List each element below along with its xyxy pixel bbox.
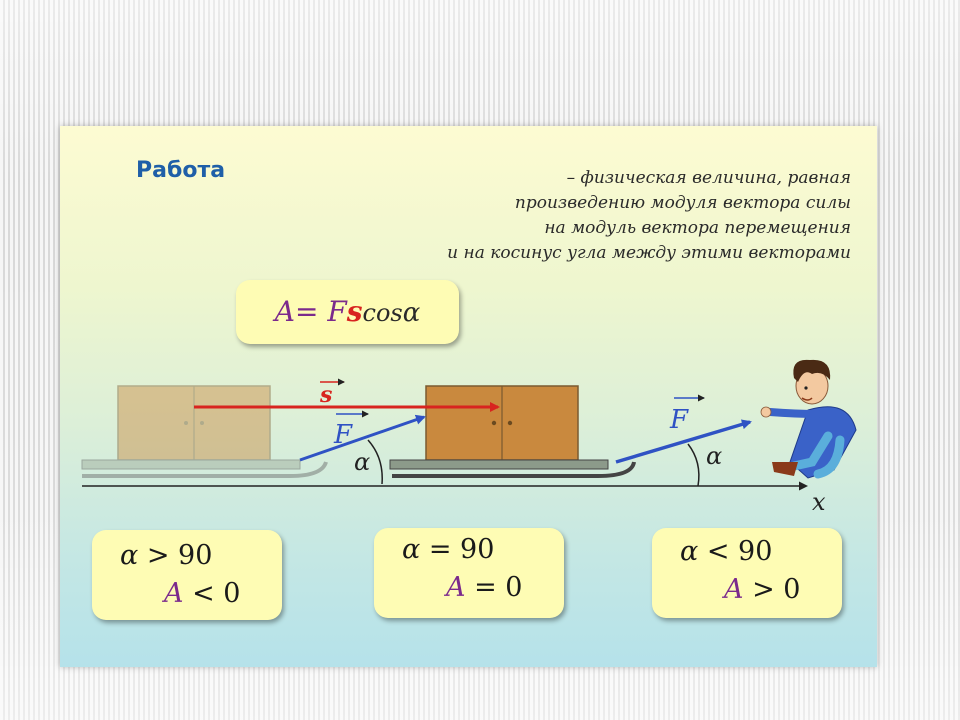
formula-cos: cos: [362, 299, 403, 327]
boy-shoe: [772, 462, 798, 476]
sled-runner: [392, 461, 636, 478]
case-box-right: α = 90 A = 0: [374, 528, 564, 618]
crate-faded: [117, 385, 271, 461]
angle-arc-right: [687, 443, 700, 487]
crate-handle: [507, 420, 513, 426]
crate-handle: [491, 420, 497, 426]
boy-hair: [793, 359, 831, 382]
boy-leg: [813, 435, 845, 479]
case-work-condition: > 0: [743, 574, 801, 605]
definition-line: и на косинус угла между этими векторами: [447, 243, 851, 263]
angle-label-right: α: [706, 442, 722, 470]
case-work-symbol: A: [164, 578, 184, 609]
sled-end: [389, 385, 636, 478]
case-box-obtuse: α > 90 A < 0: [92, 530, 282, 620]
sled-runner: [82, 461, 328, 478]
case-work-symbol: A: [446, 572, 466, 603]
slide-title: Работа: [136, 158, 226, 183]
boy-hand: [760, 406, 772, 418]
case-work-symbol: A: [724, 574, 744, 605]
case-alpha: α: [120, 540, 139, 571]
force-label-left: F: [333, 420, 353, 450]
definition-line: – физическая величина, равная: [566, 168, 851, 188]
case-angle-condition: < 90: [698, 536, 773, 567]
boy-arm: [766, 408, 822, 418]
force-arrow-left: [299, 414, 426, 462]
crate-handle: [200, 421, 204, 425]
angle-arc-left: [367, 439, 383, 485]
case-alpha: α: [680, 536, 699, 567]
force-label-right: F: [669, 405, 689, 435]
case-work-condition: < 0: [183, 578, 241, 609]
sled-start-faded: [81, 385, 328, 478]
boy-mouth: [801, 397, 813, 401]
sled-seat: [389, 459, 609, 470]
definition-line: произведению модуля вектора силы: [514, 193, 851, 213]
sled-seat: [81, 459, 301, 470]
angle-label-left: α: [354, 448, 370, 476]
boy-figure: [760, 359, 857, 479]
x-axis-label: x: [812, 488, 826, 516]
formula-f: F: [327, 295, 347, 328]
boy-eye: [804, 386, 808, 390]
boy-leg: [789, 431, 833, 471]
work-formula-box: A= Fscosα: [236, 280, 459, 344]
displacement-label: s: [319, 382, 332, 408]
formula-a: A: [274, 295, 295, 328]
formula-eq: =: [294, 295, 319, 328]
case-alpha: α: [402, 534, 421, 565]
case-angle-condition: = 90: [420, 534, 495, 565]
crate-handle: [184, 421, 188, 425]
definition-text: – физическая величина, равная произведен…: [311, 166, 851, 266]
case-box-acute: α < 90 A > 0: [652, 528, 842, 618]
case-work-condition: = 0: [465, 572, 523, 603]
case-angle-condition: > 90: [138, 540, 213, 571]
definition-line: на модуль вектора перемещения: [544, 218, 851, 238]
formula-alpha: α: [402, 298, 421, 328]
formula-s: s: [346, 295, 363, 328]
force-arrow-right: [615, 419, 752, 464]
